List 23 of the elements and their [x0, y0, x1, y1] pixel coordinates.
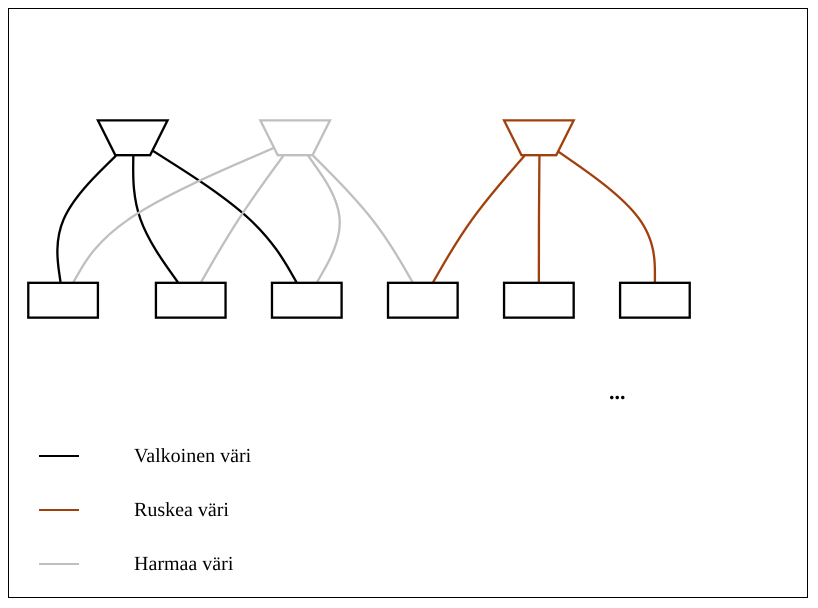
container-box: [154, 282, 227, 319]
hopper-shape: [258, 119, 332, 156]
connector-line: [312, 154, 414, 284]
connector-line: [72, 146, 275, 284]
connector-line: [307, 155, 341, 284]
connector-line: [432, 155, 526, 284]
legend-text: Ruskea väri: [134, 498, 229, 522]
ellipsis-text: ...: [609, 379, 626, 405]
legend-text: Valkoinen väri: [134, 444, 252, 468]
hopper-shape: [96, 119, 170, 156]
connector-line: [200, 155, 284, 284]
connector-line: [56, 154, 117, 283]
connector-line: [558, 150, 656, 283]
container-box: [502, 282, 575, 319]
connector-line: [152, 150, 298, 284]
connector-line: [132, 156, 180, 284]
container-box: [27, 282, 100, 319]
hopper-shape: [502, 119, 576, 156]
container-box: [386, 282, 459, 319]
legend-text: Harmaa väri: [134, 552, 234, 576]
container-box: [270, 282, 343, 319]
container-box: [618, 282, 691, 319]
connector-line: [538, 156, 541, 283]
